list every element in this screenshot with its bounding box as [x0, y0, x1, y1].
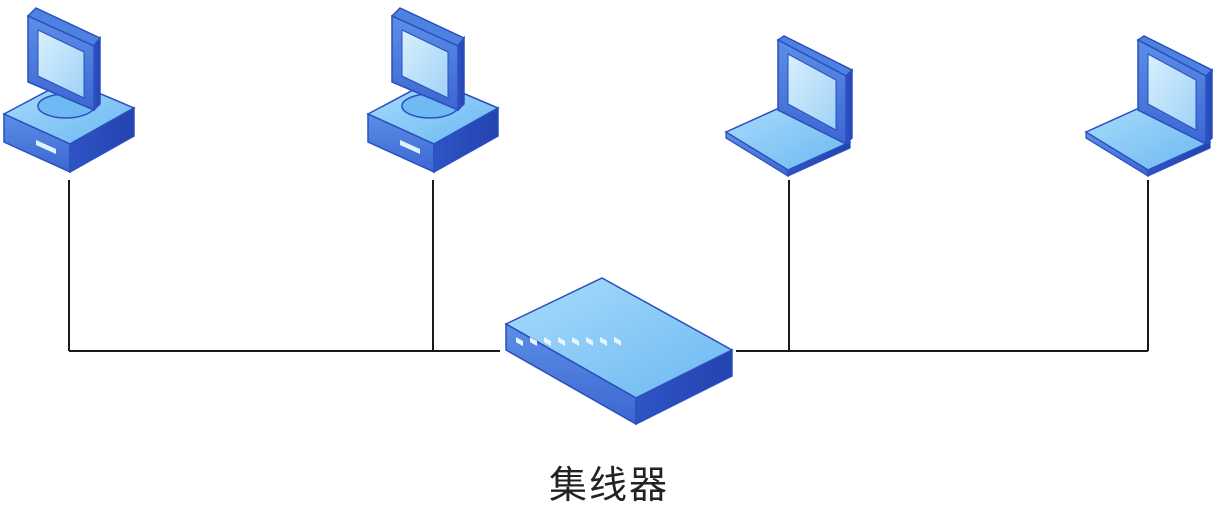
network-links	[68, 180, 1149, 352]
desktop-computer-icon	[2, 7, 136, 174]
laptop-icon	[724, 35, 854, 178]
hub-label: 集线器	[548, 463, 669, 507]
hub-ports	[516, 336, 621, 347]
desktop-computer-icon	[366, 7, 500, 174]
hub-icon	[504, 277, 734, 426]
laptop-icon	[1084, 35, 1214, 178]
